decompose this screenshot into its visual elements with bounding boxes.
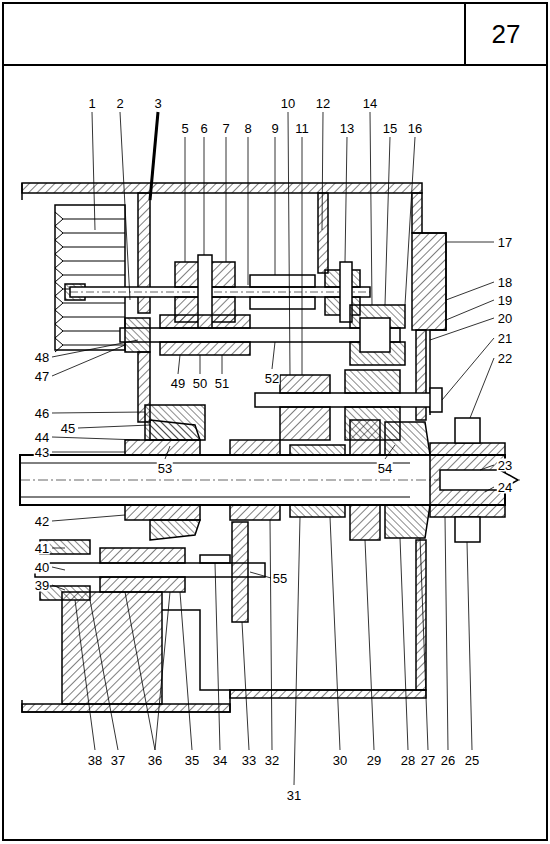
callout-number: 23	[497, 459, 513, 472]
callout-number: 8	[243, 122, 252, 135]
callout-number: 54	[377, 462, 393, 475]
callout-number: 31	[286, 789, 302, 802]
callout-number: 53	[157, 462, 173, 475]
page-number-cell: 27	[466, 4, 546, 64]
callout-number: 9	[270, 122, 279, 135]
callout-number: 39	[34, 579, 50, 592]
callout-number: 10	[280, 97, 296, 110]
callout-number: 51	[214, 377, 230, 390]
callout-number: 16	[407, 122, 423, 135]
page-number: 27	[492, 21, 521, 47]
callout-number: 42	[34, 515, 50, 528]
callout-number: 49	[170, 377, 186, 390]
callout-number: 48	[34, 351, 50, 364]
callout-number: 36	[147, 754, 163, 767]
callout-number: 37	[110, 754, 126, 767]
callout-number: 40	[34, 561, 50, 574]
callout-number: 18	[497, 276, 513, 289]
callout-number: 55	[272, 572, 288, 585]
callout-number: 13	[339, 122, 355, 135]
callout-number: 2	[115, 97, 124, 110]
callout-number: 26	[440, 754, 456, 767]
callout-number: 34	[212, 754, 228, 767]
callout-number: 21	[497, 332, 513, 345]
callout-number: 3	[153, 97, 162, 110]
callout-number: 28	[400, 754, 416, 767]
callout-number: 17	[497, 236, 513, 249]
callout-number: 19	[497, 294, 513, 307]
callout-number: 12	[315, 97, 331, 110]
callout-number: 33	[241, 754, 257, 767]
callout-number: 15	[382, 122, 398, 135]
callout-number: 52	[264, 372, 280, 385]
callout-number: 46	[34, 407, 50, 420]
callout-number: 1	[87, 97, 96, 110]
callout-number: 45	[60, 422, 76, 435]
callout-number: 43	[34, 446, 50, 459]
callout-number: 27	[420, 754, 436, 767]
callout-number: 32	[264, 754, 280, 767]
callout-number: 44	[34, 431, 50, 444]
callout-number: 22	[497, 352, 513, 365]
callout-number: 50	[192, 377, 208, 390]
callout-number: 6	[199, 122, 208, 135]
callout-number: 30	[332, 754, 348, 767]
callout-number: 24	[497, 481, 513, 494]
callout-number: 7	[221, 122, 230, 135]
callout-number: 29	[366, 754, 382, 767]
callout-number: 35	[184, 754, 200, 767]
callout-number: 41	[34, 542, 50, 555]
callout-number: 20	[497, 312, 513, 325]
callout-number: 11	[294, 122, 310, 135]
callout-number: 38	[87, 754, 103, 767]
callout-number: 14	[362, 97, 378, 110]
callout-number: 47	[34, 370, 50, 383]
callout-number: 25	[464, 754, 480, 767]
callout-number: 5	[180, 122, 189, 135]
